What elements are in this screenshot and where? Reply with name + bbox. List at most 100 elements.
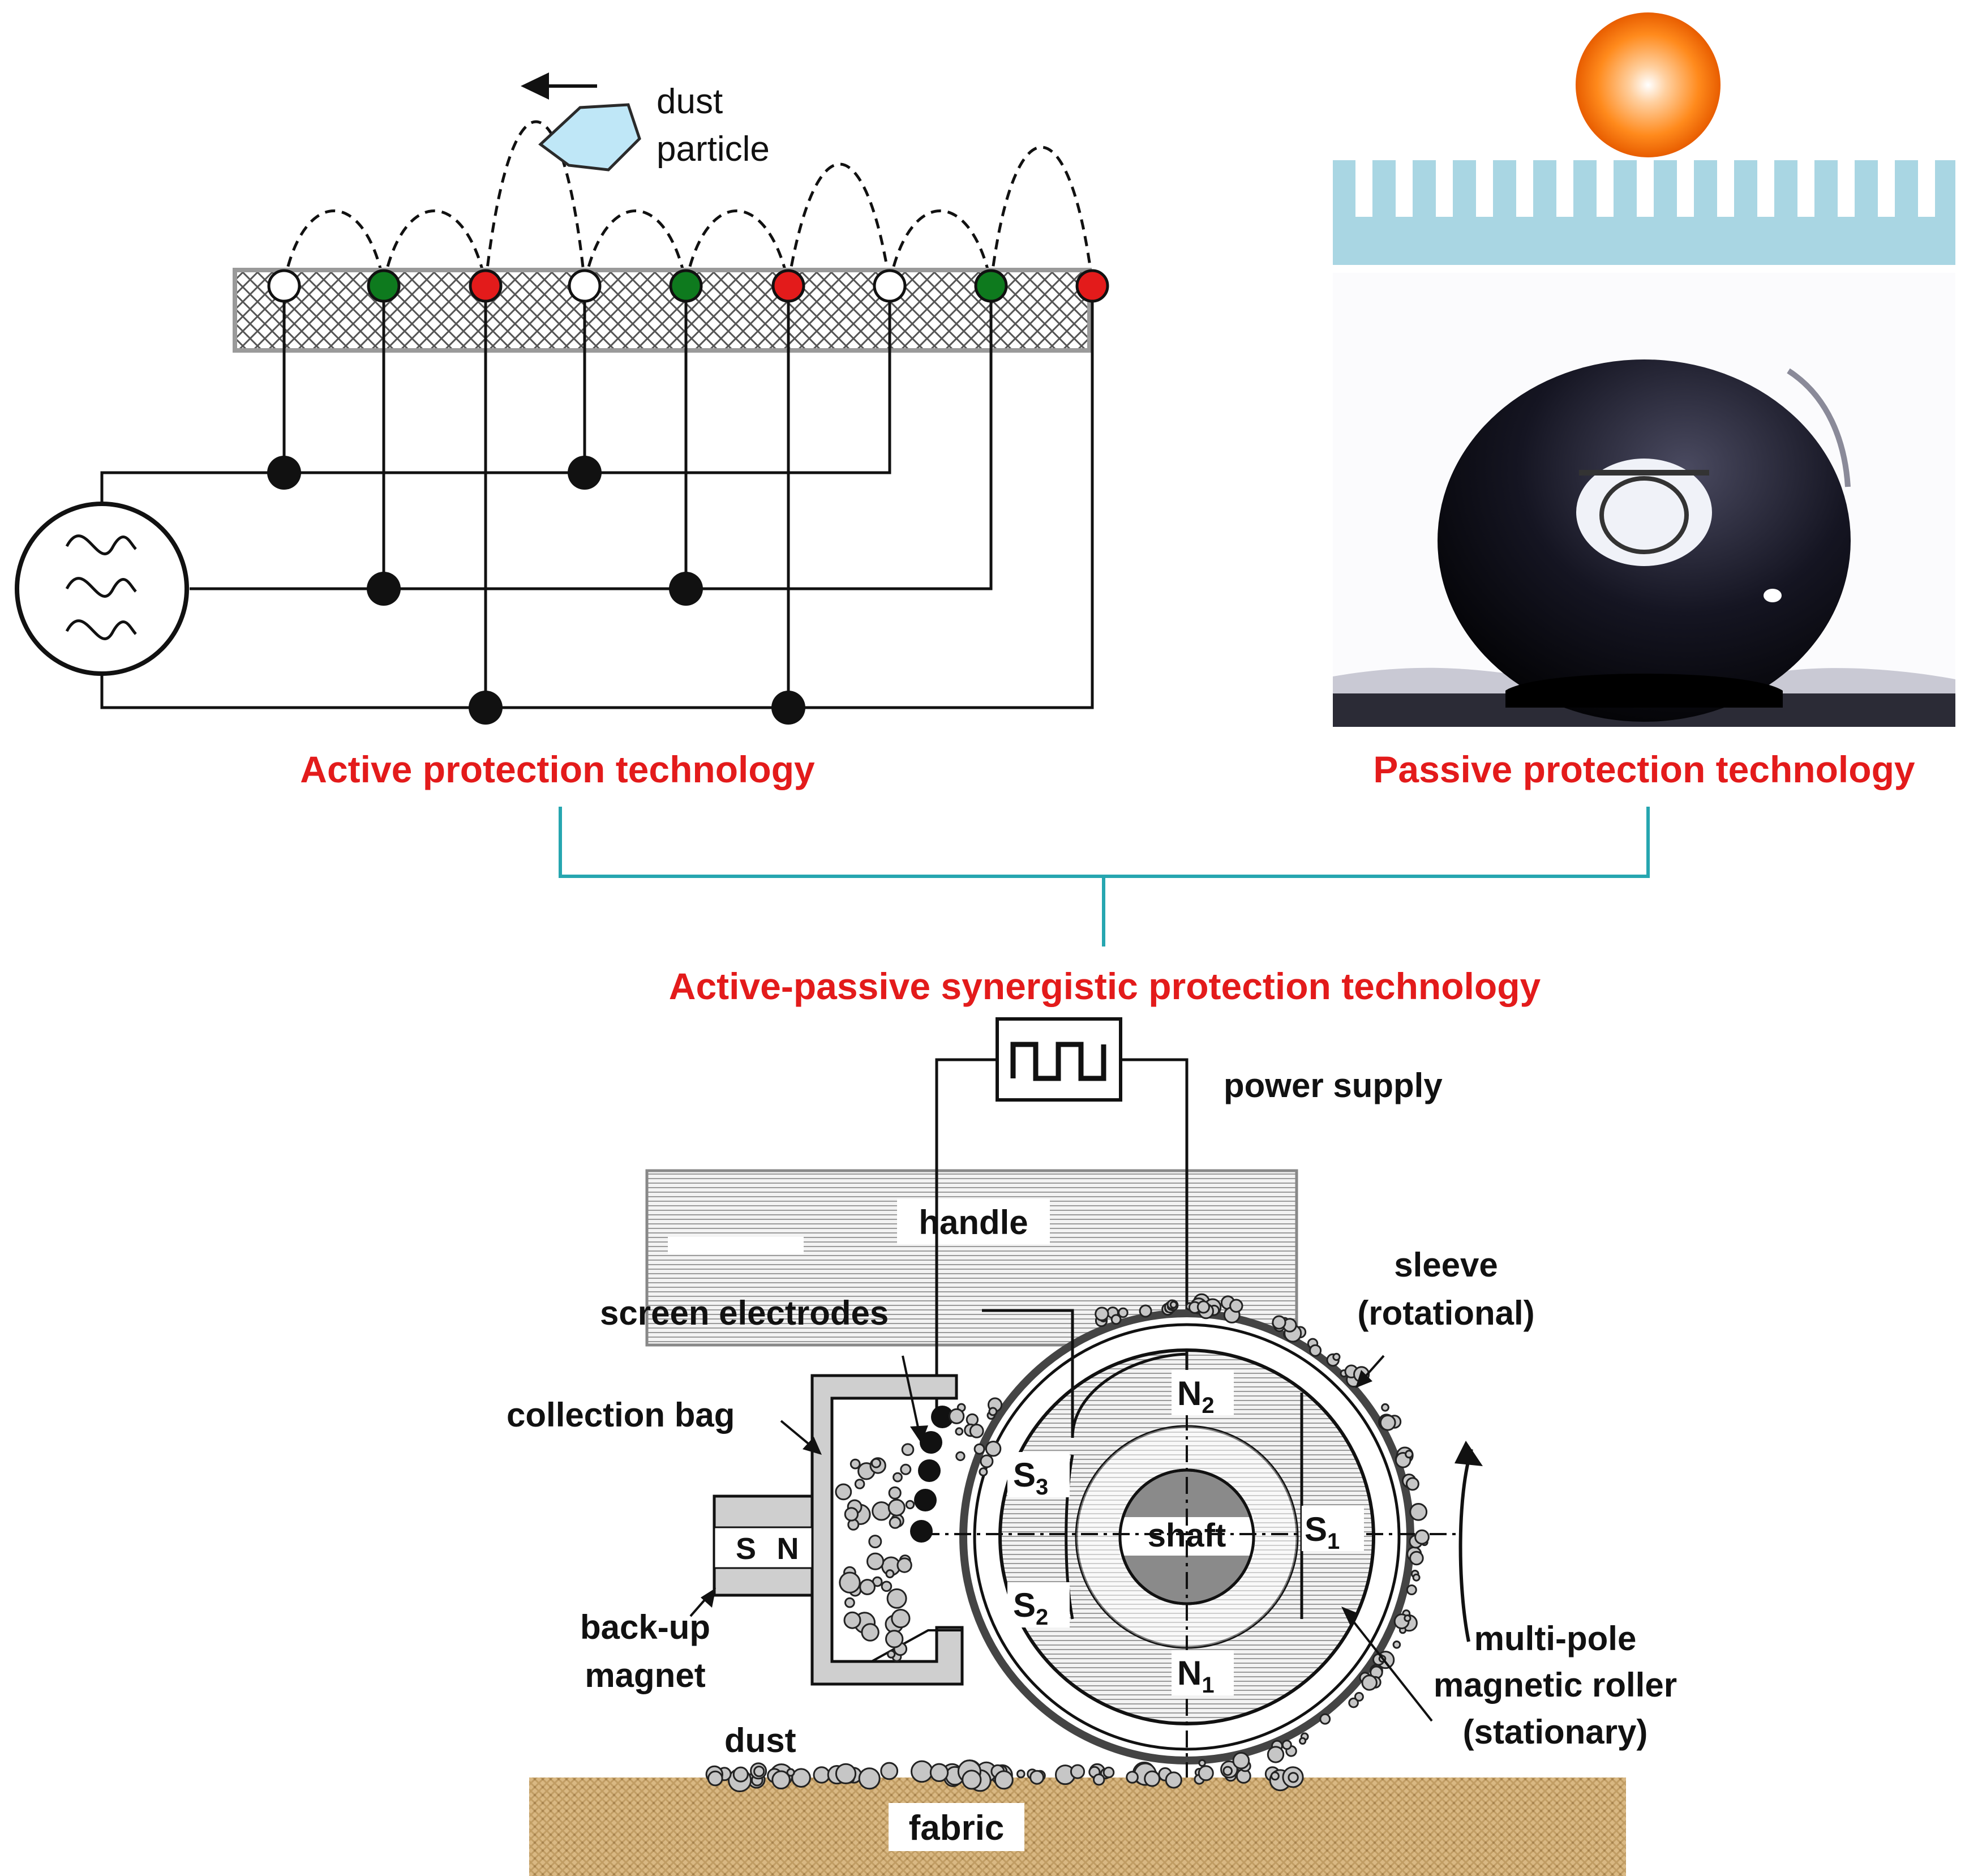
- backup-magnet: S N: [713, 1494, 814, 1597]
- surface-groove: [1757, 160, 1774, 217]
- fabric-label: fabric: [909, 1809, 1005, 1848]
- magnet-n-label: N: [777, 1532, 799, 1566]
- junction-dots: [267, 456, 805, 725]
- backup-magnet-line2: magnet: [585, 1656, 705, 1694]
- circuit-wiring: [100, 286, 1094, 709]
- sleeve-label-line2: (rotational): [1357, 1294, 1534, 1332]
- dust-grain: [887, 1650, 896, 1659]
- active-title: Active protection technology: [300, 748, 815, 790]
- dust-grain: [1144, 1770, 1161, 1787]
- dust-grain: [889, 1516, 902, 1529]
- dust-grain: [1354, 1691, 1364, 1702]
- screen-electrodes: [910, 1406, 954, 1543]
- dust-particle-shape: [538, 103, 641, 172]
- electrode-film: [233, 268, 1092, 353]
- power-supply-label: power supply: [1224, 1067, 1443, 1104]
- dust-grain: [791, 1768, 811, 1788]
- dust-grain: [966, 1413, 979, 1427]
- ac-source-icon: [15, 502, 189, 676]
- dust-grain: [985, 1441, 1002, 1457]
- electrode-dot: [367, 269, 401, 303]
- screen-electrodes-label: screen electrodes: [600, 1294, 889, 1332]
- dust-grain: [1381, 1403, 1389, 1412]
- micro-structured-surface: [1333, 160, 1955, 265]
- dust-grain: [969, 1424, 984, 1438]
- handle-label: handle: [919, 1203, 1028, 1241]
- arrowheads: [701, 1370, 1372, 1625]
- dust-grain: [1361, 1674, 1378, 1691]
- dust-grain: [962, 1770, 982, 1790]
- dust-grain: [949, 1408, 965, 1424]
- dust-grain: [905, 1500, 915, 1510]
- dust-grain: [891, 1609, 911, 1629]
- passive-protection-panel: Passive protection technology: [1333, 12, 1955, 790]
- fabric-layer: [529, 1778, 1626, 1876]
- collection-bag: [810, 1374, 964, 1686]
- pole-n2-label: N2: [1177, 1374, 1215, 1418]
- dust-grain: [771, 1770, 791, 1789]
- sun-icon: [1576, 12, 1721, 157]
- roller-label-line3: (stationary): [1463, 1713, 1648, 1751]
- dust-grain: [1412, 1573, 1421, 1582]
- pole-s3-label: S3: [1013, 1456, 1048, 1500]
- surface-groove: [1516, 160, 1533, 217]
- dust-grain: [901, 1443, 915, 1456]
- dust-grain: [1406, 1584, 1417, 1595]
- particle-trajectory: [282, 120, 1094, 284]
- dust-grain: [1332, 1352, 1341, 1361]
- dust-grain: [1404, 1614, 1411, 1622]
- dust-grain: [753, 1766, 765, 1778]
- dust-grain: [1102, 1766, 1115, 1779]
- rotation-arrow-icon: [1455, 1441, 1483, 1642]
- dust-grain: [843, 1611, 861, 1629]
- dust-grain: [911, 1760, 933, 1783]
- dust-grain: [835, 1483, 852, 1501]
- surface-groove: [1677, 160, 1694, 217]
- collection-bag-label: collection bag: [507, 1396, 735, 1434]
- electrode-row: [267, 269, 1109, 303]
- dust-grain: [880, 1762, 899, 1780]
- dust-grain: [896, 1557, 912, 1573]
- dust-grain: [1198, 1759, 1206, 1767]
- supply-wires: [935, 1058, 1189, 1421]
- dust-grain: [835, 1763, 857, 1784]
- dust-grain: [885, 1630, 904, 1648]
- dust-label: dust: [724, 1721, 796, 1759]
- dust-grain: [955, 1451, 966, 1462]
- electrode-dot: [669, 269, 703, 303]
- dust-grain: [844, 1507, 859, 1522]
- surface-groove: [1597, 160, 1614, 217]
- passive-title: Passive protection technology: [1373, 748, 1915, 790]
- dust-grain: [885, 1569, 895, 1579]
- dust-grain: [1165, 1771, 1182, 1789]
- dust-grain: [844, 1597, 855, 1608]
- dust-grain: [1392, 1641, 1401, 1649]
- surface-groove: [1918, 160, 1935, 217]
- dust-grain: [1198, 1765, 1214, 1781]
- surface-groove: [1476, 160, 1493, 217]
- dust-grain: [1070, 1764, 1086, 1779]
- dust-grain: [1267, 1746, 1285, 1763]
- dust-label-line2: particle: [657, 130, 770, 169]
- dust-grain: [979, 1467, 988, 1477]
- pole-s1-label: S1: [1305, 1510, 1340, 1554]
- dust-grain: [994, 1770, 1014, 1790]
- dust-grain: [1029, 1770, 1045, 1785]
- dust-grain: [859, 1579, 876, 1595]
- surface-groove: [1797, 160, 1814, 217]
- dust-grain: [881, 1581, 893, 1592]
- dust-grain: [1288, 1772, 1299, 1783]
- dust-grain: [1281, 1740, 1292, 1750]
- pole-s2-label: S2: [1013, 1586, 1048, 1630]
- dust-grain: [872, 1501, 891, 1521]
- active-protection-panel: dust particle: [15, 72, 1109, 790]
- dust-grain: [988, 1407, 998, 1416]
- magnet-s-label: S: [736, 1532, 756, 1566]
- surface-groove: [1878, 160, 1895, 217]
- electrode-dot: [469, 269, 503, 303]
- dust-grain: [786, 1768, 795, 1777]
- pole-n1-label: N1: [1177, 1654, 1215, 1698]
- dust-grain: [732, 1766, 749, 1783]
- dust-grain: [973, 1443, 985, 1455]
